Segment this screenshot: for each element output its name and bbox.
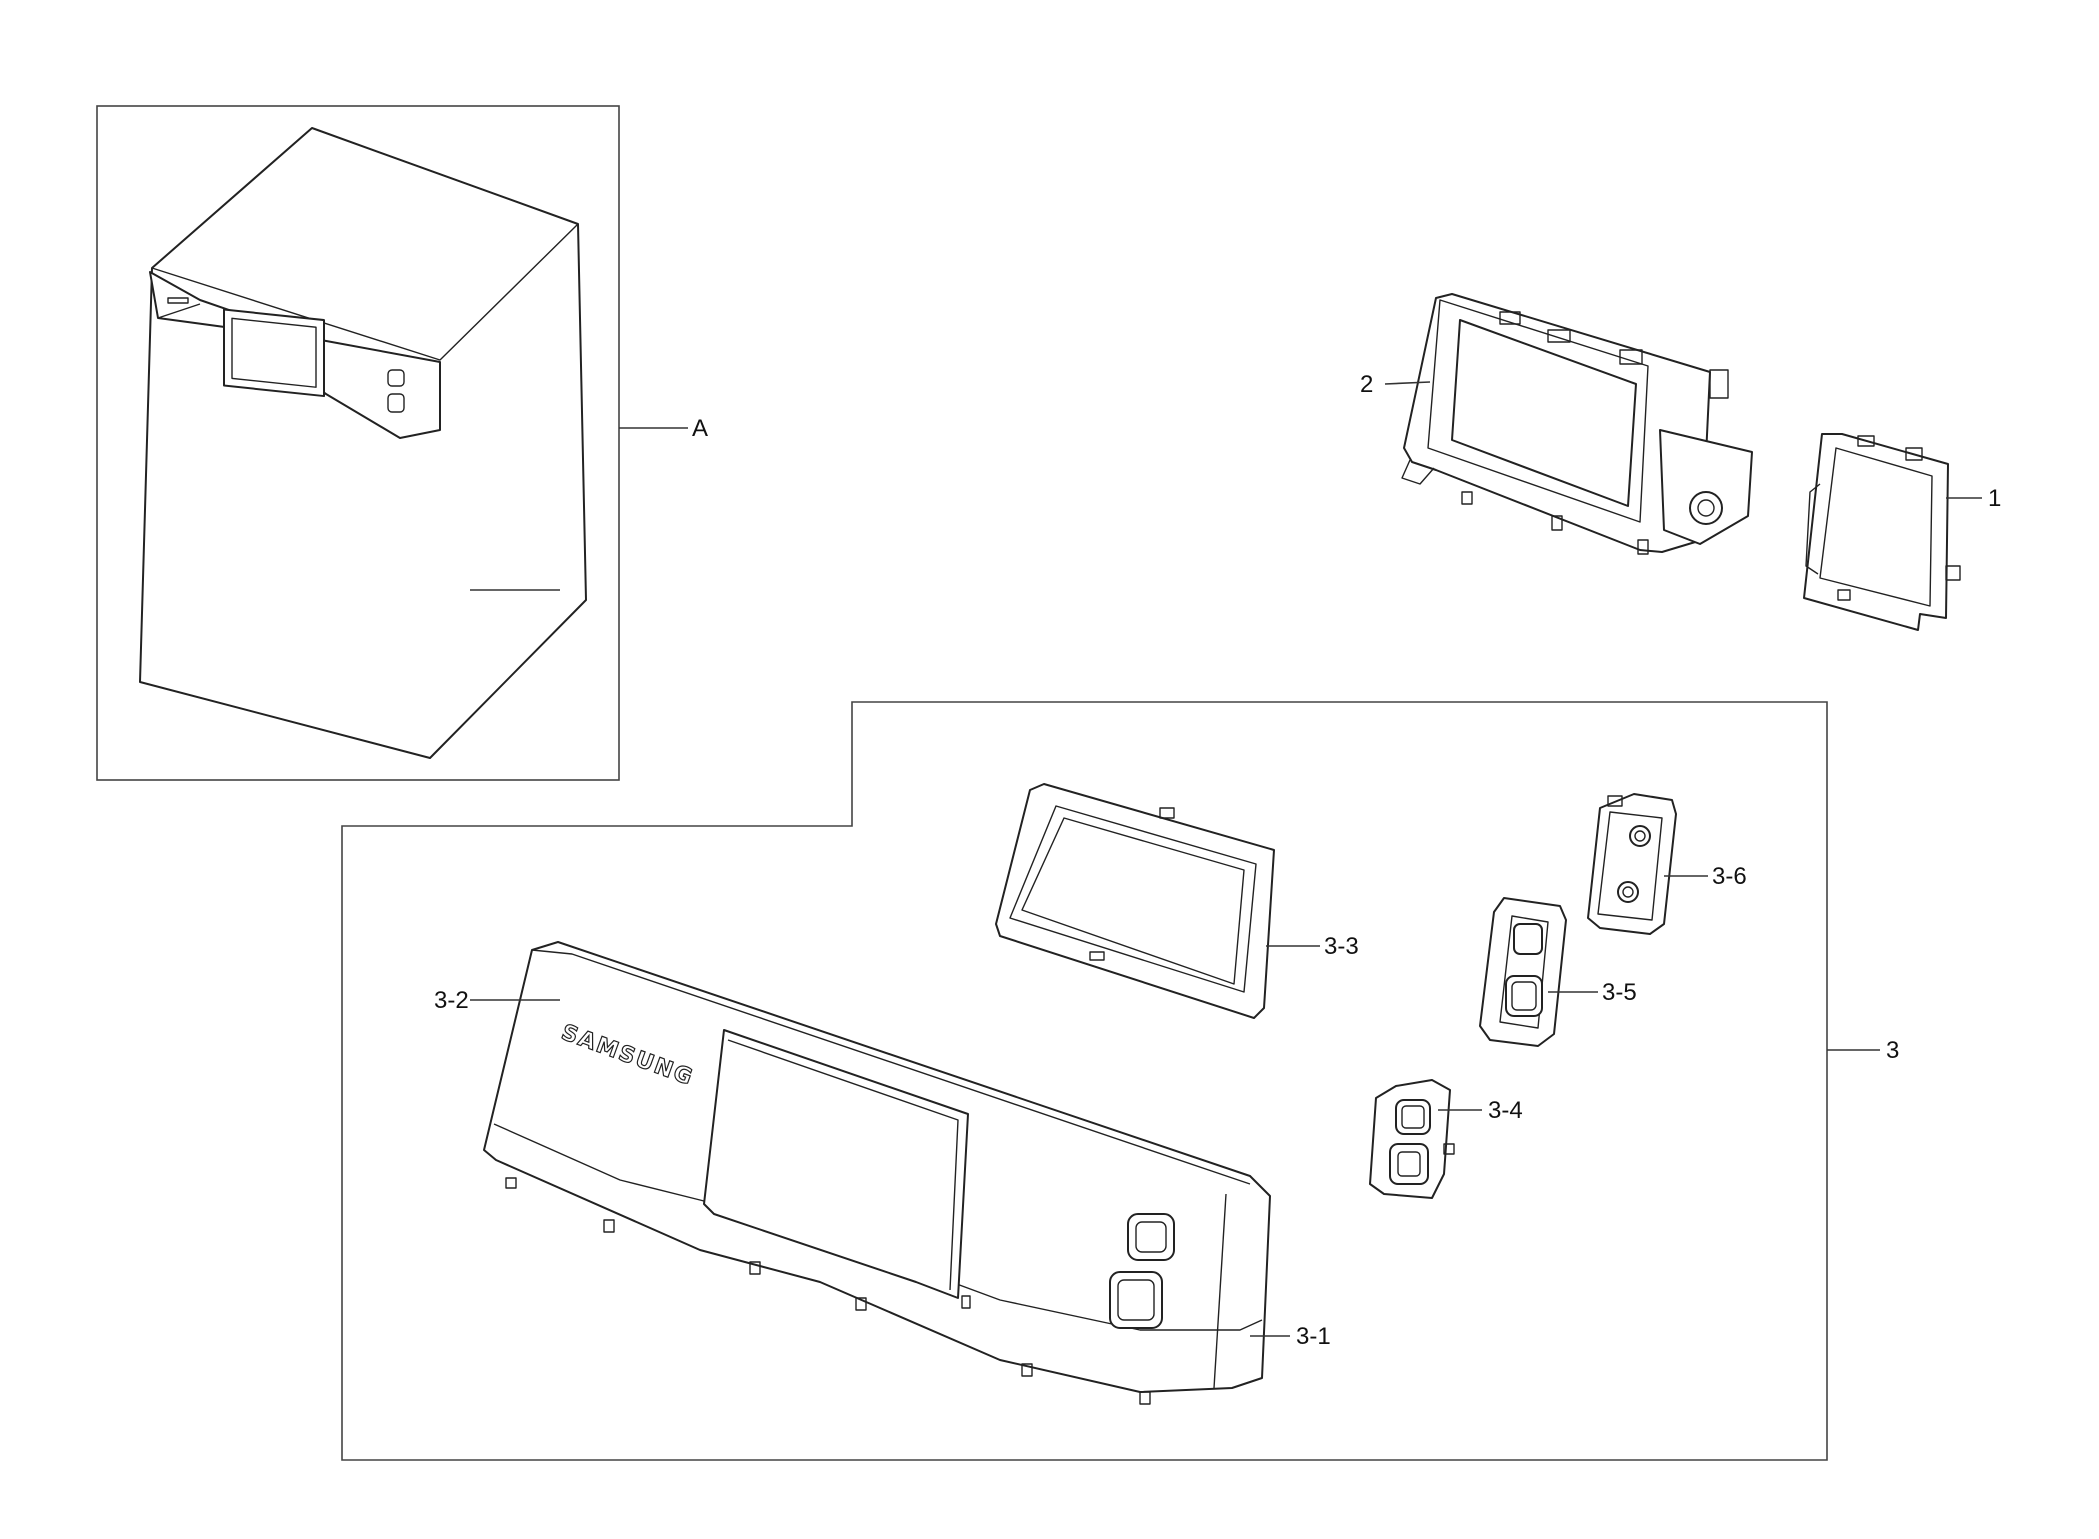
part-2-display-housing [1401, 293, 1753, 555]
callout-2: 2 [1360, 371, 1373, 398]
leader-2 [1384, 381, 1431, 385]
part-3-3-window-frame [995, 783, 1275, 1019]
assembly-3-frame [341, 701, 1828, 1461]
callout-3-3: 3-3 [1324, 933, 1359, 960]
callout-3-1: 3-1 [1296, 1323, 1331, 1350]
assembly-a-frame [96, 105, 620, 781]
callout-1: 1 [1988, 485, 2001, 512]
washer-assembly-illustration [139, 127, 587, 759]
part-3-5-button-gasket [1479, 897, 1567, 1047]
part-3-4-button-holder [1369, 1079, 1455, 1199]
callout-3-4: 3-4 [1488, 1097, 1523, 1124]
callout-3-2: 3-2 [434, 987, 469, 1014]
callout-3-6: 3-6 [1712, 863, 1747, 890]
callout-3-5: 3-5 [1602, 979, 1637, 1006]
callout-3: 3 [1886, 1037, 1899, 1064]
part-3-1-control-panel: SAMSUNG [483, 941, 1271, 1405]
part-1-pcb-bracket [1803, 433, 1961, 631]
callout-a: A [692, 415, 708, 442]
part-3-6-switch-pcb [1587, 793, 1677, 935]
